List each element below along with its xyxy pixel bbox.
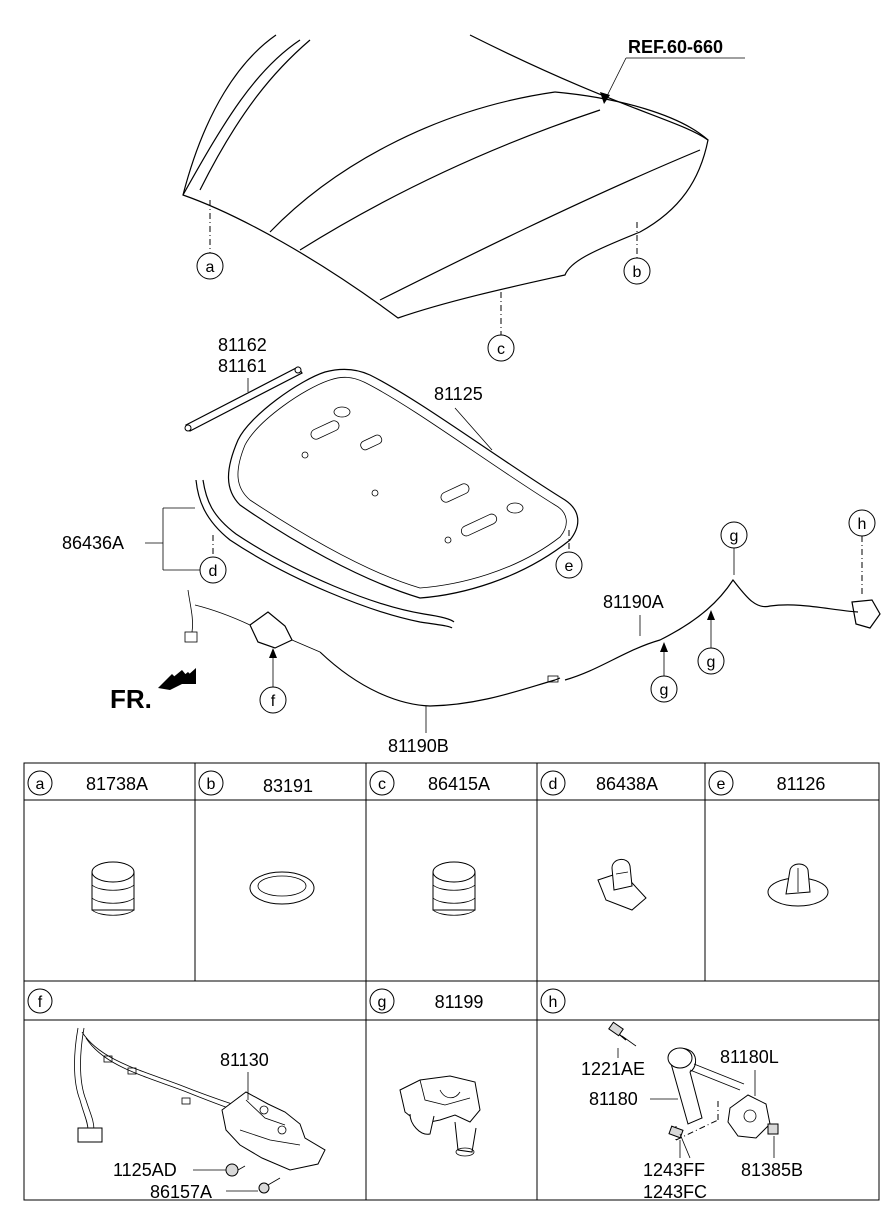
label-81385B: 81385B: [741, 1160, 803, 1180]
label-86157A: 86157A: [150, 1182, 212, 1202]
callout-e-main: e: [555, 530, 583, 579]
table-cell-b: b 83191: [198, 770, 315, 905]
part-81199: 81199: [435, 992, 484, 1012]
label-1221AE: 1221AE: [581, 1059, 645, 1079]
callout-a-hood: a: [196, 200, 224, 280]
svg-text:e: e: [565, 558, 574, 575]
callout-g-3: g: [650, 642, 678, 703]
ref-callout: REF.60-660: [600, 37, 745, 104]
svg-text:b: b: [207, 776, 216, 793]
svg-text:g: g: [707, 654, 716, 671]
cable-clip-icon: [399, 1075, 481, 1157]
table-cell-a: a 81738A: [27, 770, 148, 916]
table-cell-g: g 81199: [369, 988, 484, 1157]
clip-icon: [597, 859, 647, 911]
release-cable-81190A: 81190A: [564, 578, 859, 681]
release-handle-illustration: [608, 1021, 779, 1159]
part-86415A: 86415A: [428, 774, 490, 794]
hood-insulator: 81125: [227, 368, 579, 599]
table-cell-d: d 86438A: [540, 770, 658, 911]
svg-text:b: b: [633, 264, 642, 281]
latch-harness-illustration: [74, 1027, 326, 1171]
part-81738A: 81738A: [86, 774, 148, 794]
callout-d-main: d: [199, 535, 227, 584]
ref-label: REF.60-660: [628, 37, 723, 57]
label-1243FC: 1243FC: [643, 1182, 707, 1202]
table-cell-e: e 81126: [708, 770, 829, 907]
part-86438A: 86438A: [596, 774, 658, 794]
svg-text:c: c: [378, 776, 386, 793]
hood-stay-rod: 81162 81161: [184, 335, 303, 432]
svg-text:f: f: [38, 994, 43, 1011]
hood-panel: [182, 34, 709, 319]
label-81125: 81125: [434, 384, 483, 404]
label-81190B: 81190B: [388, 736, 449, 756]
callout-f-main: f: [259, 648, 287, 714]
table-cell-c: c 86415A: [369, 770, 490, 916]
grommet-icon: [249, 871, 315, 905]
label-81161: 81161: [218, 356, 267, 376]
svg-text:g: g: [660, 682, 669, 699]
stacked-bumper-icon: [91, 861, 135, 916]
fr-label: FR.: [110, 684, 152, 714]
callout-g-1: g: [720, 521, 748, 575]
callout-c-hood: c: [487, 292, 515, 362]
part-83191: 83191: [263, 776, 313, 796]
svg-text:a: a: [36, 776, 45, 793]
part-81126: 81126: [777, 774, 826, 794]
svg-text:h: h: [858, 516, 867, 533]
callout-g-2: g: [697, 610, 725, 675]
label-1125AD: 1125AD: [113, 1160, 177, 1180]
callout-b-hood: b: [623, 222, 651, 285]
label-81130: 81130: [220, 1050, 269, 1070]
label-81190A: 81190A: [603, 592, 664, 612]
hood-latch-assembly: [184, 589, 321, 653]
svg-text:a: a: [206, 259, 215, 276]
hood-weatherstrip: 86436A: [62, 479, 455, 629]
svg-text:e: e: [717, 776, 726, 793]
svg-text:h: h: [549, 994, 558, 1011]
svg-text:g: g: [730, 528, 739, 545]
stacked-bumper-icon: [432, 861, 476, 916]
label-86436A: 86436A: [62, 533, 124, 553]
parts-table: [23, 762, 880, 1201]
release-cable-81190B: 81190B: [319, 651, 561, 756]
table-cell-h: h 1221AE 81180L 81180 1243FF 1243FC 8138…: [540, 988, 803, 1202]
label-81180: 81180: [589, 1089, 638, 1109]
svg-text:f: f: [271, 693, 276, 710]
svg-text:d: d: [209, 563, 218, 580]
front-direction-arrow: FR.: [110, 668, 196, 714]
svg-text:c: c: [497, 341, 505, 358]
table-cell-f: f 81130 1125AD 86157A: [27, 988, 326, 1202]
label-81180L: 81180L: [720, 1047, 779, 1067]
label-81162: 81162: [218, 335, 267, 355]
label-1243FF: 1243FF: [643, 1160, 705, 1180]
callout-h-main: h: [848, 509, 881, 629]
svg-text:d: d: [549, 776, 558, 793]
push-clip-icon: [767, 863, 829, 907]
svg-text:g: g: [378, 994, 387, 1011]
